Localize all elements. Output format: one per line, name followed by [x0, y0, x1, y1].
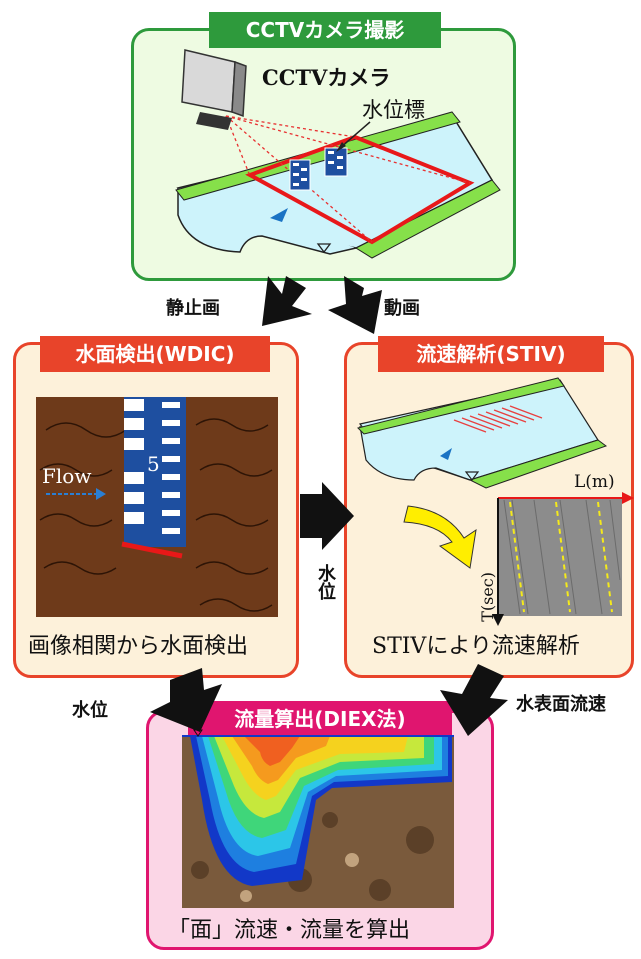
label-video: 動画	[384, 298, 420, 319]
wdic-illustration	[36, 397, 278, 617]
diex-caption: 「面」流速・流量を算出	[168, 918, 411, 943]
stiv-title: 流速解析(STIV)	[378, 336, 604, 372]
wdic-title: 水面検出(WDIC)	[40, 336, 270, 372]
stiv-axis-x: L(m)	[574, 472, 615, 492]
label-water-level-mid: 水位	[315, 564, 336, 600]
label-surface-velocity: 水表面流速	[516, 694, 606, 715]
stiv-caption: STIVにより流速解析	[372, 634, 580, 659]
arrow-video	[328, 276, 382, 334]
label-still-image: 静止画	[166, 298, 220, 319]
water-gauge-icon	[289, 147, 348, 191]
camera-label: CCTVカメラ	[262, 65, 391, 90]
stiv-illustration	[357, 377, 634, 626]
camera-icon	[181, 49, 247, 130]
arrow-still-image	[262, 276, 312, 326]
arrow-wdic-to-diex	[150, 668, 222, 732]
cctv-title: CCTVカメラ撮影	[209, 12, 441, 48]
flow-label: Flow	[42, 464, 92, 488]
arrow-water-level	[300, 482, 354, 550]
label-water-level-left: 水位	[72, 700, 108, 721]
diex-title: 流量算出(DIEX法)	[188, 701, 452, 737]
wdic-caption: 画像相関から水面検出	[28, 634, 249, 659]
arrow-stiv-to-diex	[440, 664, 508, 736]
gauge-number: 5	[147, 452, 160, 476]
cctv-illustration	[175, 49, 501, 259]
gauge-label: 水位標	[362, 98, 425, 122]
